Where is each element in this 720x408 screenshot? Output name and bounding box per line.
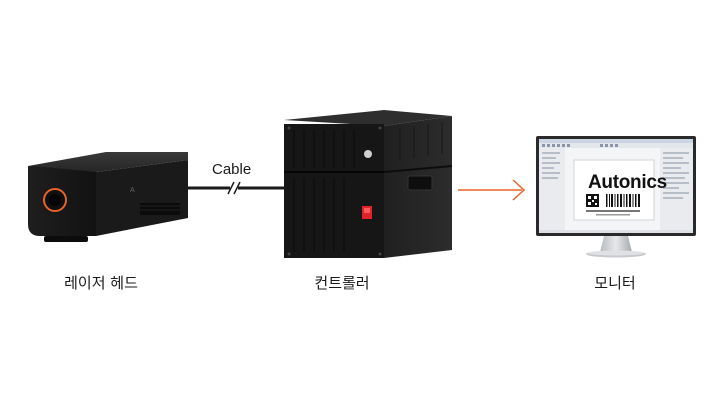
barcode-icon [606, 194, 640, 207]
key-switch-icon [364, 150, 372, 158]
controller-device [284, 110, 453, 258]
qr-code-icon [586, 194, 599, 207]
controller-label: 컨트롤러 [314, 274, 370, 292]
flow-arrow [458, 179, 526, 201]
cable-label: Cable [212, 161, 252, 178]
monitor-device [536, 136, 696, 258]
monitor-stand [600, 236, 632, 252]
svg-text:A: A [130, 187, 135, 194]
cable-line [188, 181, 284, 195]
monitor-label: 모니터 [594, 274, 636, 292]
screen-logo-text: Autonics [588, 172, 667, 193]
laser-head-label: 레이저 헤드 [64, 274, 138, 292]
laser-head-device: A [28, 152, 188, 242]
